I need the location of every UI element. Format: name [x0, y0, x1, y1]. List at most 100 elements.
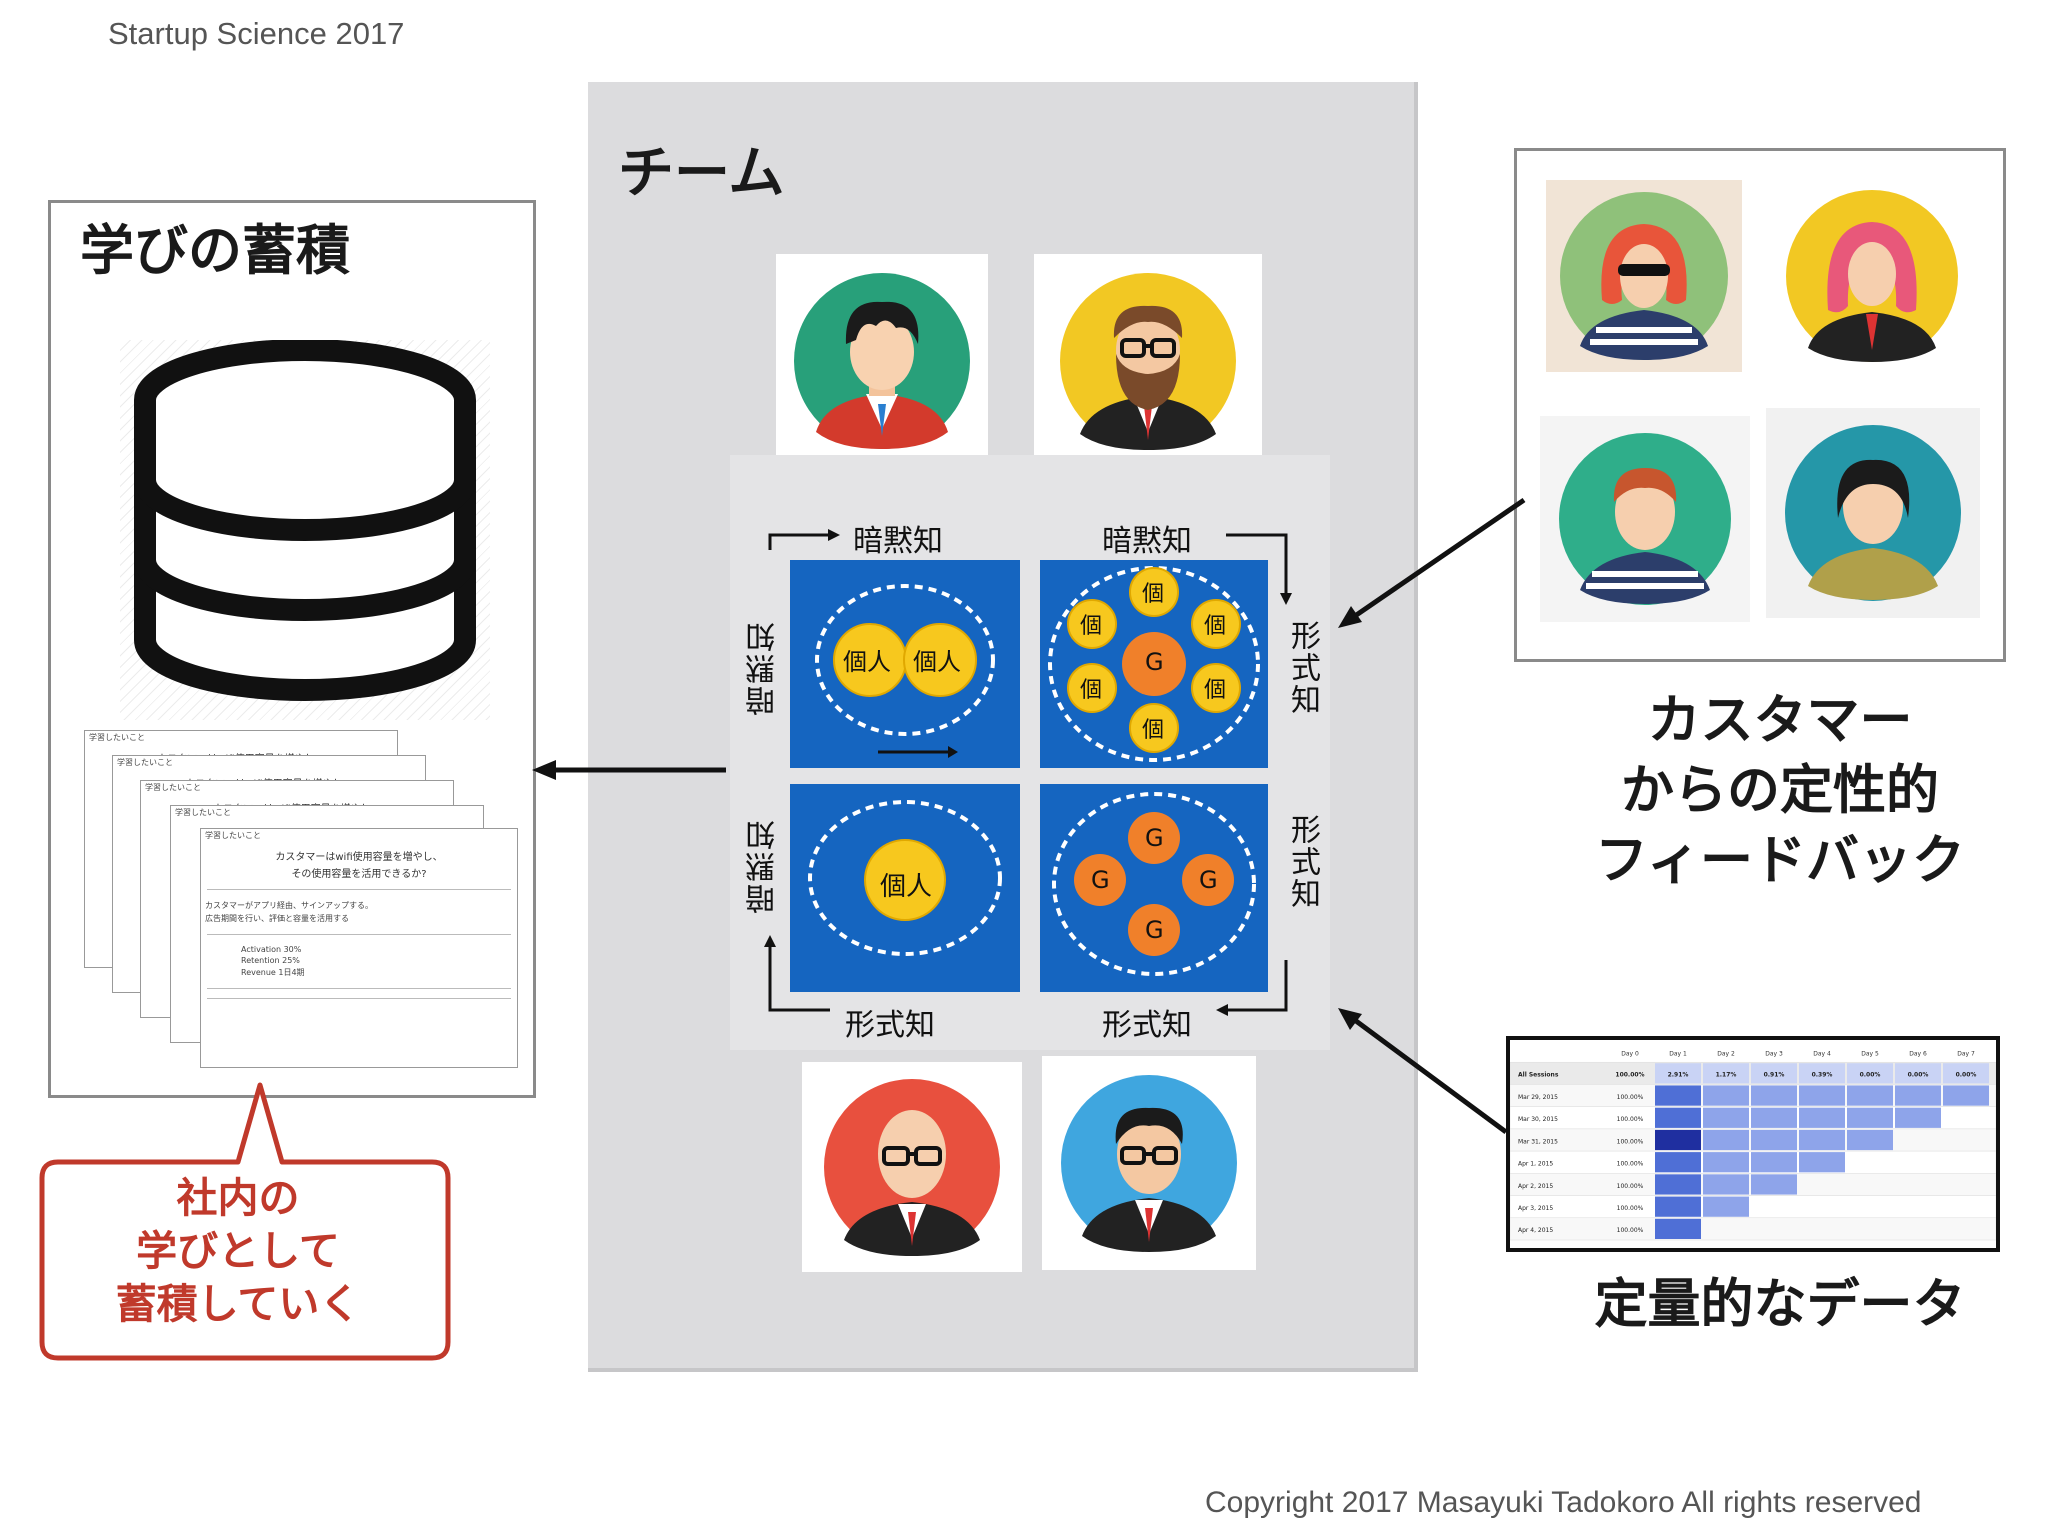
table-heat-cell — [1799, 1063, 1845, 1084]
table-cell: 100.00% — [1617, 1138, 1644, 1145]
individual-label: 個人 — [913, 648, 961, 676]
table-cell: 0.00% — [1908, 1072, 1929, 1079]
table-cell: 0.00% — [1860, 1072, 1881, 1079]
table-heat-cell — [1655, 1063, 1701, 1084]
customer-label-line: カスタマー — [1647, 690, 1913, 751]
doc-heading: 学習したいこと — [117, 758, 173, 767]
table-heat-cell — [1703, 1085, 1749, 1106]
table-header-cell: Day 3 — [1765, 1051, 1783, 1058]
table-header-cell: Day 4 — [1813, 1051, 1831, 1058]
team-member-avatar-3 — [802, 1062, 1022, 1272]
individual-label: 個人 — [880, 872, 933, 902]
table-heat-cell — [1847, 1107, 1893, 1128]
customer-label-line: フィードバック — [1595, 830, 1965, 891]
group-label: G — [1145, 916, 1164, 944]
header-title: Startup Science 2017 — [108, 16, 405, 51]
customer-avatar-2 — [1770, 180, 1974, 372]
individual-short-label: 個 — [1204, 614, 1227, 639]
doc-heading: 学習したいこと — [145, 783, 201, 792]
table-heat-cell — [1751, 1107, 1797, 1128]
callout-text: 社内の 学びとして 蓄積していく — [38, 1172, 438, 1331]
table-cell: 0.39% — [1812, 1072, 1833, 1079]
table-heat-cell — [1799, 1107, 1845, 1128]
table-heat-cell — [1655, 1129, 1701, 1151]
table-cell: 2.91% — [1668, 1072, 1689, 1079]
table-cell: 100.00% — [1617, 1227, 1644, 1234]
table-heat-cell — [1655, 1218, 1701, 1239]
table-row-label: All Sessions — [1518, 1072, 1559, 1079]
table-heat-cell — [1847, 1129, 1893, 1151]
table-cell: 100.00% — [1617, 1116, 1644, 1123]
doc-row: Retention 25% — [241, 956, 300, 965]
seci-quadrant-internalization — [790, 784, 1020, 992]
doc-row: カスタマーがアプリ経由、サインアップする。 — [205, 901, 373, 910]
table-row-label: Apr 2, 2015 — [1518, 1183, 1553, 1190]
table-heat-cell — [1799, 1129, 1845, 1151]
bearded-man-avatar-icon — [1060, 273, 1236, 450]
table-cell: 1.17% — [1716, 1072, 1737, 1079]
man-striped-shirt-avatar-icon — [1559, 433, 1731, 605]
table-cell: 100.00% — [1617, 1183, 1644, 1190]
table-cell: 100.00% — [1615, 1072, 1644, 1079]
doc-row: Activation 30% — [241, 945, 302, 954]
man-avatar-icon — [794, 273, 970, 449]
table-heat-cell — [1895, 1107, 1941, 1128]
table-cell: 100.00% — [1617, 1094, 1644, 1101]
combination-diagram — [1052, 792, 1256, 976]
table-heat-cell — [1655, 1107, 1701, 1128]
table-heat-cell — [1703, 1174, 1749, 1195]
table-heat-cell — [1799, 1085, 1845, 1106]
doc-heading: 学習したいこと — [205, 831, 261, 840]
group-label: G — [1091, 866, 1110, 894]
copyright-footer: Copyright 2017 Masayuki Tadokoro All rig… — [1205, 1486, 1922, 1519]
table-heat-cell — [1703, 1129, 1749, 1151]
callout-line: 蓄積していく — [115, 1280, 361, 1328]
bald-man-avatar-icon — [824, 1079, 1000, 1256]
seci-right-lower-label: 形式知 — [1285, 814, 1320, 910]
customer-avatar-3 — [1540, 416, 1750, 622]
seci-bottom-right-label: 形式知 — [1102, 1008, 1192, 1043]
table-heat-cell — [1751, 1085, 1797, 1106]
quantitative-data-label: 定量的なデータ — [1594, 1274, 1966, 1335]
table-heat-cell — [1943, 1085, 1989, 1106]
table-heat-cell — [1943, 1063, 1989, 1084]
woman-pink-hair-avatar-icon — [1786, 190, 1958, 362]
database-illustration — [120, 339, 490, 720]
individual-short-label: 個 — [1080, 678, 1103, 703]
seci-quadrant-externalization — [1040, 560, 1268, 768]
customer-label-line: からの定性的 — [1621, 760, 1939, 821]
table-row-label: Apr 4, 2015 — [1518, 1227, 1553, 1234]
table-heat-cell — [1655, 1196, 1701, 1217]
table-heat-cell — [1847, 1085, 1893, 1106]
table-heat-cell — [1703, 1196, 1749, 1217]
table-heat-cell — [1751, 1063, 1797, 1084]
table-row-label: Apr 3, 2015 — [1518, 1205, 1553, 1212]
table-heat-cell — [1847, 1063, 1893, 1084]
table-heat-cell — [1655, 1174, 1701, 1195]
table-heat-cell — [1895, 1085, 1941, 1106]
seci-quadrant-combination — [1040, 784, 1268, 992]
externalization-diagram — [1048, 566, 1260, 762]
team-member-avatar-2 — [1034, 254, 1262, 468]
team-member-avatar-4 — [1042, 1056, 1256, 1270]
learning-title: 学びの蓄積 — [80, 219, 350, 282]
table-heat-cell — [1655, 1152, 1701, 1173]
learning-doc-front: 学習したいこと カスタマーはwifi使用容量を増やし、 その使用容量を活用できる… — [200, 828, 518, 1068]
table-heat-cell — [1751, 1129, 1797, 1151]
doc-heading: 学習したいこと — [175, 808, 231, 817]
table-heat-cell — [1703, 1152, 1749, 1173]
individual-short-label: 個 — [1142, 718, 1165, 743]
woman-sunglasses-avatar-icon — [1560, 192, 1728, 360]
man-glasses-avatar-icon — [1061, 1075, 1237, 1252]
table-cell: 0.00% — [1956, 1072, 1977, 1079]
table-heat-cell — [1703, 1063, 1749, 1084]
individual-label: 個人 — [843, 648, 891, 676]
table-header-cell: Day 7 — [1957, 1051, 1975, 1058]
doc-row: Revenue 1日4期 — [241, 968, 305, 977]
table-header-cell: Day 6 — [1909, 1051, 1927, 1058]
group-label: G — [1145, 824, 1164, 852]
group-label: G — [1145, 648, 1164, 676]
individual-short-label: 個 — [1142, 582, 1165, 607]
seci-right-upper-label: 形式知 — [1285, 620, 1320, 716]
